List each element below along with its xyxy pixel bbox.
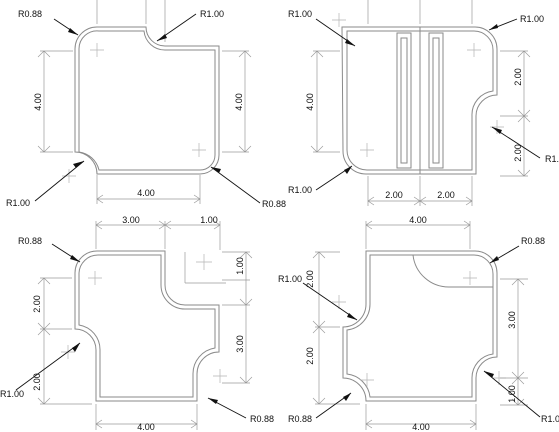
dimension-lines xyxy=(37,220,253,430)
radius-label: R0.88 xyxy=(288,414,312,424)
center-marks xyxy=(62,43,206,183)
dimension-label: 4.00 xyxy=(33,93,43,111)
dimension-lines xyxy=(37,0,252,204)
radius-label: R0.88 xyxy=(18,9,42,19)
part-top-left: R0.88 R1.00 R1.00 R0.88 4.00 4.00 4.00 xyxy=(6,0,286,209)
radius-label: R0.88 xyxy=(18,236,42,246)
dimension-label: 2.00 xyxy=(305,347,315,365)
radius-label: R1.00 xyxy=(6,198,30,208)
dimension-label: 4.00 xyxy=(137,188,155,198)
part-inner-outline xyxy=(346,30,494,171)
part-outline xyxy=(341,26,498,175)
leader-lines xyxy=(315,18,541,191)
dimension-label: 1.00 xyxy=(507,385,517,403)
radius-label: R1.00 xyxy=(0,389,24,399)
leader-lines xyxy=(302,245,541,419)
dimension-label: 2.00 xyxy=(513,144,523,162)
part-outline xyxy=(74,26,220,175)
dimension-lines xyxy=(312,220,528,430)
dimension-label: 4.00 xyxy=(409,215,427,225)
part-inner-outline xyxy=(78,254,216,398)
part-bottom-left: R0.88 R1.00 R0.88 3.00 1.00 1.00 2.00 2.… xyxy=(0,215,274,432)
dimension-label: 3.00 xyxy=(507,311,517,329)
dimension-label: 4.00 xyxy=(412,422,430,432)
part-top-right: R1.00 R1.00 R1.00 R1.00 4.00 2.00 2.00 2… xyxy=(288,0,559,206)
center-marks xyxy=(332,271,506,387)
leader-lines xyxy=(15,243,247,419)
part-outline xyxy=(74,250,220,402)
part-inner-outline xyxy=(346,254,494,398)
part-outline xyxy=(342,250,498,402)
radius-label: R1.00 xyxy=(278,274,302,284)
dimension-label: 3.00 xyxy=(235,335,245,353)
dimension-lines xyxy=(310,0,531,206)
radius-label: R1.00 xyxy=(288,9,312,19)
radius-label: R0.88 xyxy=(521,236,545,246)
radius-label: R1.00 xyxy=(541,414,559,424)
dimension-label: 3.00 xyxy=(122,215,140,225)
dimension-label: 1.00 xyxy=(200,215,218,225)
dimension-label: 4.00 xyxy=(137,422,155,432)
dimension-label: 4.00 xyxy=(234,93,244,111)
dimension-label: 1.00 xyxy=(235,257,245,275)
radius-label: R0.88 xyxy=(262,199,286,209)
radius-label: R0.88 xyxy=(250,414,274,424)
dimension-label: 2.00 xyxy=(385,190,403,200)
center-marks xyxy=(61,254,227,383)
center-marks xyxy=(332,13,504,157)
dimension-label: 2.00 xyxy=(437,190,455,200)
dimension-label: 2.00 xyxy=(305,270,315,288)
part-bottom-right: R1.00 R0.88 R0.88 R1.00 4.00 2.00 2.00 3… xyxy=(278,215,559,432)
radius-label: R1.00 xyxy=(545,154,559,164)
corner-arc xyxy=(412,254,450,288)
dimension-label: 2.00 xyxy=(513,68,523,86)
slots xyxy=(396,27,444,174)
radius-label: R1.00 xyxy=(200,9,224,19)
part-inner-outline xyxy=(78,30,216,171)
dimension-label: 2.00 xyxy=(32,373,42,391)
dimension-label: 2.00 xyxy=(32,295,42,313)
radius-label: R1.00 xyxy=(520,14,544,24)
radius-label: R1.00 xyxy=(288,185,312,195)
leader-lines xyxy=(34,13,261,204)
dimension-label: 4.00 xyxy=(305,93,315,111)
